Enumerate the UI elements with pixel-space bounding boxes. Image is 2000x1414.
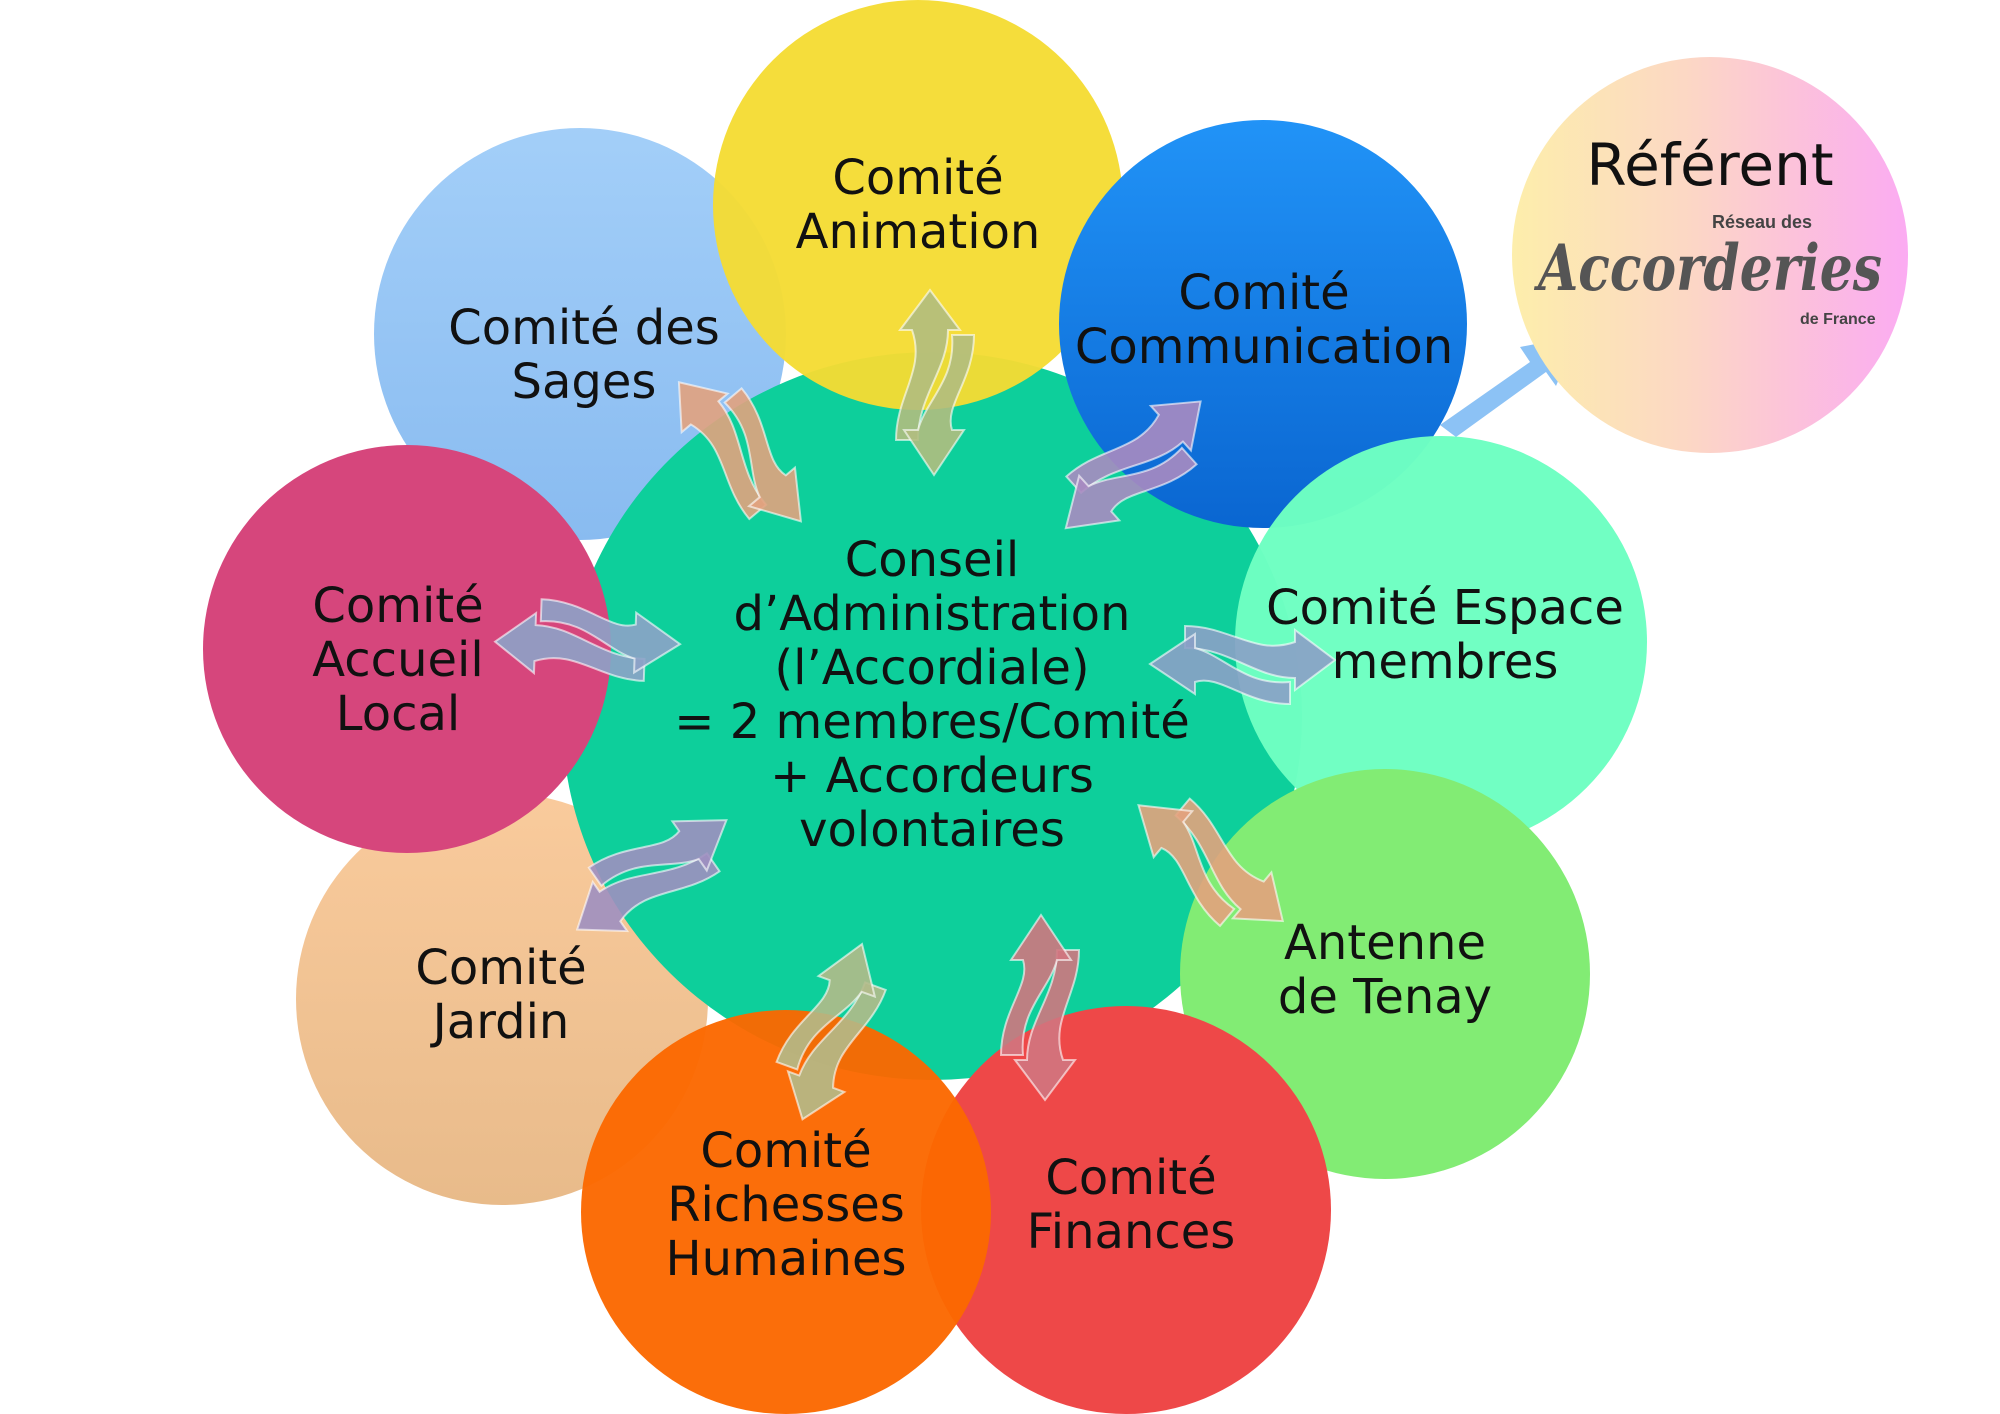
node-finances-label: Comité Finances — [1026, 1150, 1236, 1260]
accorderies-logo: Réseau des Accorderies de France — [1534, 212, 1882, 328]
curved-double-arrow-icon — [760, 929, 899, 1132]
curved-double-arrow-icon — [1000, 914, 1080, 1101]
logo-top-text: Réseau des — [1712, 212, 1812, 232]
logo-main-text: Accorderies — [1534, 231, 1882, 306]
node-antenne-label: Antenne de Tenay — [1277, 915, 1493, 1025]
central-council-label: Conseil d’Administration (l’Accordiale) … — [674, 532, 1190, 858]
node-espace-membres-label: Comité Espace membres — [1266, 580, 1624, 690]
logo-bottom-text: de France — [1800, 311, 1876, 328]
node-referent-circle — [1512, 57, 1908, 453]
node-accueil-label: Comité Accueil Local — [312, 578, 484, 742]
curved-double-arrow-icon — [895, 289, 975, 476]
node-referent-label: Référent — [1586, 131, 1834, 199]
node-communication-label: Comité Communication — [1074, 265, 1454, 375]
node-richesses-humaines-label: Comité Richesses Humaines — [665, 1123, 907, 1287]
node-animation-label: Comité Animation — [795, 150, 1041, 260]
node-jardin-label: Comité Jardin — [415, 940, 587, 1050]
node-sages-label: Comité des Sages — [448, 300, 720, 410]
node-richesses-humaines-circle — [581, 1010, 991, 1414]
